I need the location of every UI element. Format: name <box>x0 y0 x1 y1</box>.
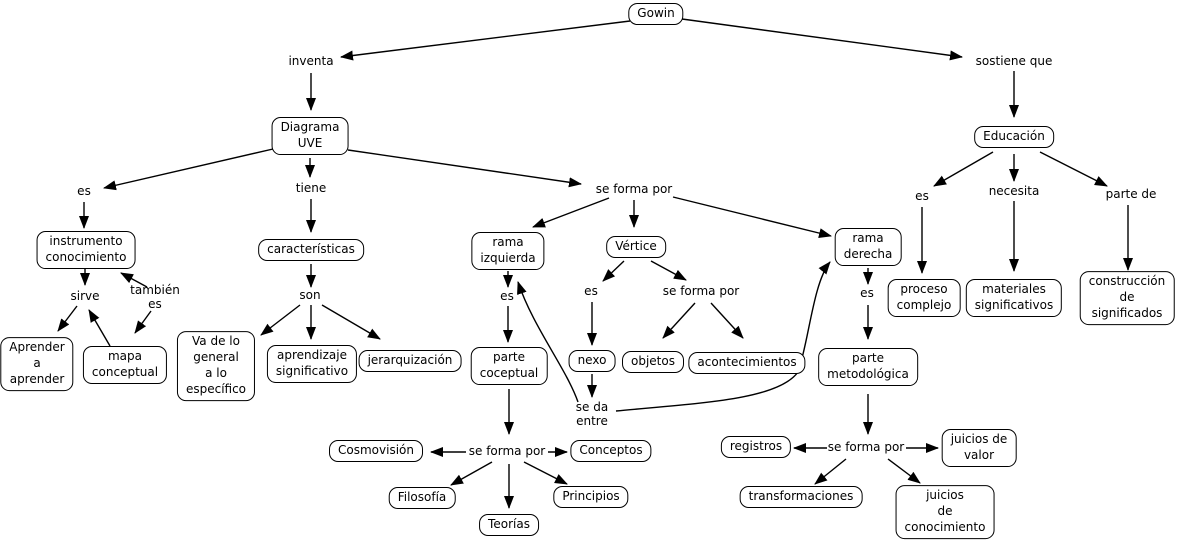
node-vertice[interactable]: Vértice <box>606 236 666 258</box>
edge-gowin-inventa <box>340 20 631 61</box>
node-educacion[interactable]: Educación <box>974 126 1054 148</box>
link-label-sostiene-que[interactable]: sostiene que <box>975 54 1053 69</box>
edge-vertice-se-forma-por <box>650 260 687 281</box>
node-nexo[interactable]: nexo <box>568 350 616 372</box>
edge-gowin-sostiene-que <box>681 18 963 61</box>
node-rama-derecha[interactable]: rama derecha <box>834 228 902 266</box>
node-proceso-complejo[interactable]: proceso complejo <box>887 279 961 317</box>
edge-tambien-es-mapa-conceptual <box>134 310 152 334</box>
link-label-es-rama-izquierda[interactable]: es <box>500 289 514 304</box>
node-aprender-a-aprender[interactable]: Aprender a aprender <box>0 337 74 391</box>
node-va-general-especifico[interactable]: Va de lo general a lo específico <box>176 331 256 401</box>
edge-se-forma-por-filosofia <box>450 461 493 486</box>
node-jerarquizacion[interactable]: jerarquización <box>358 350 462 372</box>
node-gowin[interactable]: Gowin <box>628 3 684 25</box>
node-caracteristicas[interactable]: características <box>258 239 364 261</box>
node-mapa-conceptual[interactable]: mapa conceptual <box>82 346 168 384</box>
link-label-tambien-es[interactable]: también es <box>130 283 180 311</box>
edge-mapa-conceptual-sirve <box>88 309 111 347</box>
link-label-tiene[interactable]: tiene <box>295 181 327 196</box>
node-aprendizaje-significativo[interactable]: aprendizaje significativo <box>266 345 358 383</box>
edge-son-jerarquizacion <box>321 304 381 340</box>
node-instrumento-conocimiento[interactable]: instrumento conocimiento <box>36 231 136 269</box>
edge-vertice-es <box>602 260 625 282</box>
node-objetos[interactable]: objetos <box>622 351 684 373</box>
edge-tambien-es-instrumento <box>120 272 148 288</box>
edge-se-forma-por-rama-izquierda <box>532 197 610 228</box>
link-label-es-educacion[interactable]: es <box>915 189 929 204</box>
node-teorias[interactable]: Teorías <box>479 514 539 536</box>
edge-se-forma-por-objetos <box>662 302 696 339</box>
edge-se-forma-por-acontecimientos <box>710 302 744 339</box>
link-label-parte-de[interactable]: parte de <box>1105 187 1157 202</box>
node-conceptos[interactable]: Conceptos <box>570 440 652 462</box>
edge-se-da-entre-rama-derecha <box>615 261 831 412</box>
link-label-se-forma-por-conceptual[interactable]: se forma por <box>468 444 546 459</box>
edge-se-forma-por-rama-derecha <box>672 196 832 238</box>
link-label-sirve[interactable]: sirve <box>70 289 100 304</box>
node-registros[interactable]: registros <box>720 436 792 458</box>
link-label-necesita[interactable]: necesita <box>988 184 1040 199</box>
edge-se-forma-por-principios <box>523 461 568 485</box>
edge-son-va-general <box>260 304 301 336</box>
edge-uve-es <box>103 148 274 191</box>
edge-uve-se-forma-por <box>347 149 582 188</box>
node-acontecimientos[interactable]: acontecimientos <box>688 352 806 374</box>
node-transformaciones[interactable]: transformaciones <box>739 486 863 508</box>
node-parte-metodologica[interactable]: parte metodológica <box>818 348 918 386</box>
node-juicios-de-conocimiento[interactable]: juicios de conocimiento <box>895 485 995 539</box>
edge-se-forma-por-transformaciones <box>814 458 847 485</box>
edge-se-da-entre-rama-izquierda <box>517 281 579 403</box>
link-label-se-forma-por-metodologica[interactable]: se forma por <box>827 440 905 455</box>
node-materiales-significativos[interactable]: materiales significativos <box>965 279 1063 317</box>
link-label-se-forma-por-uve[interactable]: se forma por <box>595 182 673 197</box>
node-cosmovision[interactable]: Cosmovisión <box>329 440 423 462</box>
link-label-es-rama-derecha[interactable]: es <box>860 286 874 301</box>
node-parte-coceptual[interactable]: parte coceptual <box>470 347 548 385</box>
edge-educacion-es <box>933 151 994 187</box>
node-juicios-de-valor[interactable]: juicios de valor <box>941 429 1017 467</box>
link-label-inventa[interactable]: inventa <box>288 54 334 69</box>
edge-sirve-aprender <box>57 305 78 332</box>
node-filosofia[interactable]: Filosofía <box>388 487 456 509</box>
node-construccion-significados[interactable]: construcción de significados <box>1079 271 1175 325</box>
link-label-se-forma-por-vertice[interactable]: se forma por <box>662 284 740 299</box>
node-diagrama-uve[interactable]: Diagrama UVE <box>271 117 349 155</box>
node-principios[interactable]: Principios <box>553 486 629 508</box>
edge-educacion-parte-de <box>1039 151 1108 187</box>
link-label-es-vertice[interactable]: es <box>584 284 598 299</box>
link-label-es-uve[interactable]: es <box>77 184 91 199</box>
link-label-son[interactable]: son <box>299 288 321 303</box>
node-rama-izquierda[interactable]: rama izquierda <box>471 232 545 270</box>
edge-se-forma-por-juicios-conocimiento <box>887 458 921 484</box>
link-label-se-da-entre[interactable]: se da entre <box>575 400 609 428</box>
